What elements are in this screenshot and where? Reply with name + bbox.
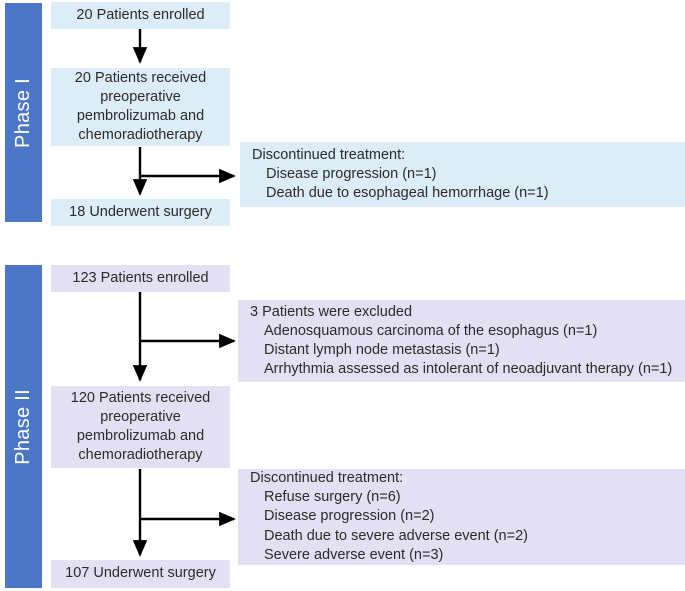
- node-phase2-enrolled: 123 Patients enrolled: [51, 265, 230, 292]
- phase-bar-phase-i: Phase I: [5, 3, 42, 222]
- node-phase1-discontinued-item-2: Death due to esophageal hemorrhage (n=1): [266, 185, 549, 202]
- node-phase2-surgery-text: 107 Underwent surgery: [65, 565, 216, 582]
- node-phase2-discontinued-item-3: Death due to severe adverse event (n=2): [264, 527, 528, 544]
- node-phase1-treatment-line-2: preoperative: [100, 88, 181, 105]
- node-phase2-excluded-item-3: Arrhythmia assessed as intolerant of neo…: [264, 361, 673, 378]
- node-phase2-discontinued-item-2: Disease progression (n=2): [264, 508, 435, 525]
- node-phase2-treatment-line-2: preoperative: [100, 408, 181, 425]
- node-phase2-enrolled-text: 123 Patients enrolled: [72, 269, 209, 286]
- node-phase2-excluded-item-1: Adenosquamous carcinoma of the esophagus…: [264, 322, 598, 339]
- node-phase2-discontinued: Discontinued treatment: Refuse surgery (…: [238, 469, 685, 565]
- node-phase1-treatment-line-4: chemoradiotherapy: [78, 127, 203, 144]
- node-phase2-treatment: 120 Patients received preoperative pembr…: [51, 386, 230, 468]
- node-phase1-discontinued-item-1: Disease progression (n=1): [266, 165, 437, 182]
- node-phase2-excluded-item-2: Distant lymph node metastasis (n=1): [264, 342, 500, 358]
- phase-i-label: Phase I: [12, 77, 34, 148]
- node-phase2-discontinued-item-1: Refuse surgery (n=6): [264, 489, 401, 506]
- node-phase2-treatment-line-3: pembrolizumab and: [76, 428, 205, 444]
- node-phase1-enrolled-text: 20 Patients enrolled: [76, 6, 205, 23]
- node-phase1-surgery: 18 Underwent surgery: [51, 199, 230, 226]
- node-phase1-treatment-line-1: 20 Patients received: [74, 69, 207, 86]
- node-phase2-treatment-line-1: 120 Patients received: [70, 389, 211, 406]
- node-phase2-treatment-line-4: chemoradiotherapy: [78, 447, 203, 464]
- node-phase2-excluded-heading: 3 Patients were excluded: [250, 303, 413, 320]
- node-phase1-discontinued-heading: Discontinued treatment:: [252, 146, 406, 163]
- node-phase1-enrolled: 20 Patients enrolled: [51, 2, 230, 29]
- node-phase2-discontinued-heading: Discontinued treatment:: [250, 470, 404, 487]
- node-phase2-surgery: 107 Underwent surgery: [51, 560, 230, 588]
- node-phase2-discontinued-item-4: Severe adverse event (n=3): [264, 546, 444, 563]
- phase-ii-label: Phase II: [12, 388, 34, 465]
- node-phase1-treatment: 20 Patients received preoperative pembro…: [51, 68, 230, 146]
- node-phase1-surgery-text: 18 Underwent surgery: [69, 203, 212, 220]
- node-phase2-excluded: 3 Patients were excluded Adenosquamous c…: [238, 300, 685, 382]
- node-phase1-treatment-line-3: pembrolizumab and: [76, 108, 205, 124]
- phase-bar-phase-ii: Phase II: [5, 265, 42, 588]
- node-phase1-discontinued: Discontinued treatment: Disease progress…: [240, 142, 685, 207]
